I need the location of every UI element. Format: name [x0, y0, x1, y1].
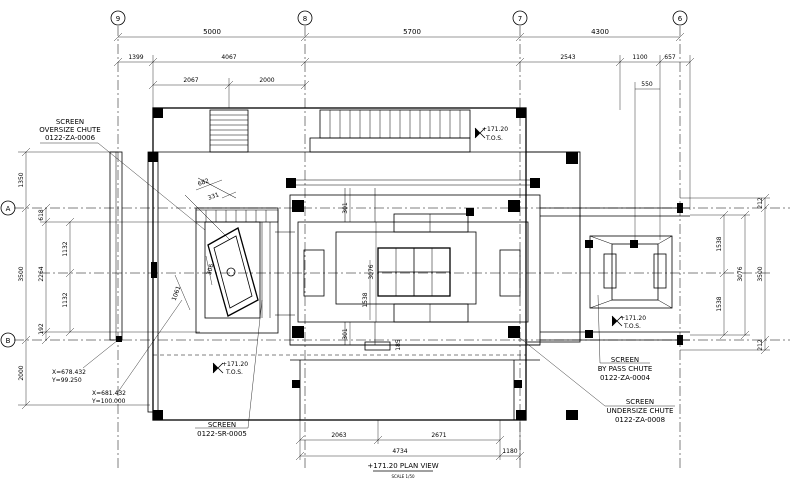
elevation-marker-top: +171.20 T.O.S. [474, 126, 508, 142]
screen-line-1: SCREEN [208, 421, 236, 429]
grid-lines [14, 26, 790, 470]
bypass-line-1: SCREEN [611, 356, 639, 364]
dim-1061: 1061 [171, 285, 183, 302]
columns [116, 108, 683, 420]
dim-185: 185 [395, 339, 402, 351]
dim-4734: 4734 [392, 448, 407, 455]
coord-x-2: X=681.432 [92, 390, 126, 397]
dim-2000: 2000 [259, 77, 274, 84]
top-dimensions: 5000 5700 4300 1399 4067 2543 1100 657 2… [113, 28, 695, 240]
dim-550: 550 [641, 81, 653, 88]
dim-682: 682 [197, 177, 210, 188]
dim-306: 306 [206, 263, 216, 276]
dim-2543: 2543 [560, 54, 575, 61]
dim-657: 657 [664, 54, 676, 61]
dim-1538-a: 1538 [716, 236, 723, 251]
dim-331: 331 [207, 191, 220, 202]
screen-callout: SCREEN 0122-SR-0005 [195, 299, 263, 438]
dim-212-top: 212 [757, 197, 764, 209]
dim-3076-right: 3076 [737, 266, 744, 281]
dim-2063: 2063 [331, 432, 346, 439]
dim-2067: 2067 [183, 77, 198, 84]
inner-dimensions: 682 331 306 1061 301 301 3076 1538 185 [171, 177, 402, 350]
elevation-value-right: +171.20 [620, 315, 646, 322]
dim-1132-a: 1132 [62, 241, 69, 256]
coord-y-1: Y=99.250 [51, 377, 82, 384]
grid-label-7: 7 [518, 15, 522, 23]
bottom-dimensions: 2063 2671 4734 1180 [295, 420, 525, 461]
left-dimensions: 1350 3500 2000 618 2264 192 1132 1132 [18, 147, 200, 410]
elevation-marker-lower-left: +171.20 T.O.S. [212, 361, 248, 376]
elevation-value-top: +171.20 [482, 126, 508, 133]
dim-2671: 2671 [431, 432, 446, 439]
dim-1350: 1350 [18, 172, 25, 187]
dim-1538-center: 1538 [362, 292, 369, 307]
elevation-label-lower-left: T.O.S. [225, 369, 243, 376]
dim-212-bottom: 212 [757, 339, 764, 351]
bypass-chute-callout: SCREEN BY PASS CHUTE 0122-ZA-0004 [598, 294, 653, 382]
bypass-line-2: BY PASS CHUTE [598, 365, 653, 373]
grid-label-9: 9 [116, 15, 120, 23]
elevation-marker-right: +171.20 T.O.S. [611, 315, 646, 330]
grid-label-6: 6 [678, 15, 683, 23]
undersize-line-1: SCREEN [626, 398, 654, 406]
screen-line-2: 0122-SR-0005 [197, 430, 247, 438]
undersize-line-3: 0122-ZA-0008 [615, 416, 665, 424]
dim-5000: 5000 [203, 28, 221, 36]
dim-3500-right: 3500 [757, 266, 764, 281]
elevation-value-lower-left: +171.20 [222, 361, 248, 368]
dim-301-b: 301 [342, 328, 349, 340]
dim-1399: 1399 [128, 54, 143, 61]
dim-3076-center: 3076 [368, 264, 375, 279]
dim-1180: 1180 [502, 448, 517, 455]
coordinate-callouts: X=678.432 Y=99.250 X=681.432 Y=100.000 [51, 299, 183, 405]
oversize-line-1: SCREEN [56, 118, 84, 126]
grid-label-b: B [6, 337, 11, 345]
dim-2264: 2264 [38, 266, 45, 281]
title-main: +171.20 PLAN VIEW [367, 462, 438, 470]
dim-1132-b: 1132 [62, 292, 69, 307]
elevation-label-top: T.O.S. [485, 135, 503, 142]
oversize-chute-callout: SCREEN OVERSIZE CHUTE 0122-ZA-0006 [39, 118, 206, 231]
dim-192: 192 [38, 323, 45, 335]
main-structure [109, 107, 690, 421]
right-dimensions: 212 3500 212 3076 1538 1538 [680, 193, 770, 355]
grid-bubbles: 9 8 7 6 A B [0, 10, 688, 348]
dim-301-a: 301 [342, 202, 349, 214]
title-scale: SCALE 1/50 [391, 474, 415, 479]
coord-x-1: X=678.432 [52, 369, 86, 376]
coord-y-2: Y=100.000 [91, 398, 126, 405]
grid-label-a: A [6, 205, 11, 213]
dim-5700: 5700 [403, 28, 421, 36]
dim-4067: 4067 [221, 54, 236, 61]
undersize-chute-callout: SCREEN UNDERSIZE CHUTE 0122-ZA-0008 [519, 337, 675, 424]
dim-4300: 4300 [591, 28, 609, 36]
dim-1538-b: 1538 [716, 296, 723, 311]
dim-2000-left: 2000 [18, 365, 25, 380]
undersize-line-2: UNDERSIZE CHUTE [607, 407, 674, 415]
oversize-line-2: OVERSIZE CHUTE [39, 126, 100, 134]
grid-label-8: 8 [303, 15, 307, 23]
oversize-line-3: 0122-ZA-0006 [45, 134, 96, 142]
dim-1100: 1100 [632, 54, 647, 61]
dim-3500-left: 3500 [18, 266, 25, 281]
dim-618: 618 [38, 209, 45, 221]
elevation-markers: +171.20 T.O.S. +171.20 T.O.S. +171.20 T.… [212, 126, 646, 376]
drawing-title: +171.20 PLAN VIEW SCALE 1/50 [367, 462, 438, 479]
bypass-line-3: 0122-ZA-0004 [600, 374, 651, 382]
elevation-label-right: T.O.S. [623, 323, 641, 330]
